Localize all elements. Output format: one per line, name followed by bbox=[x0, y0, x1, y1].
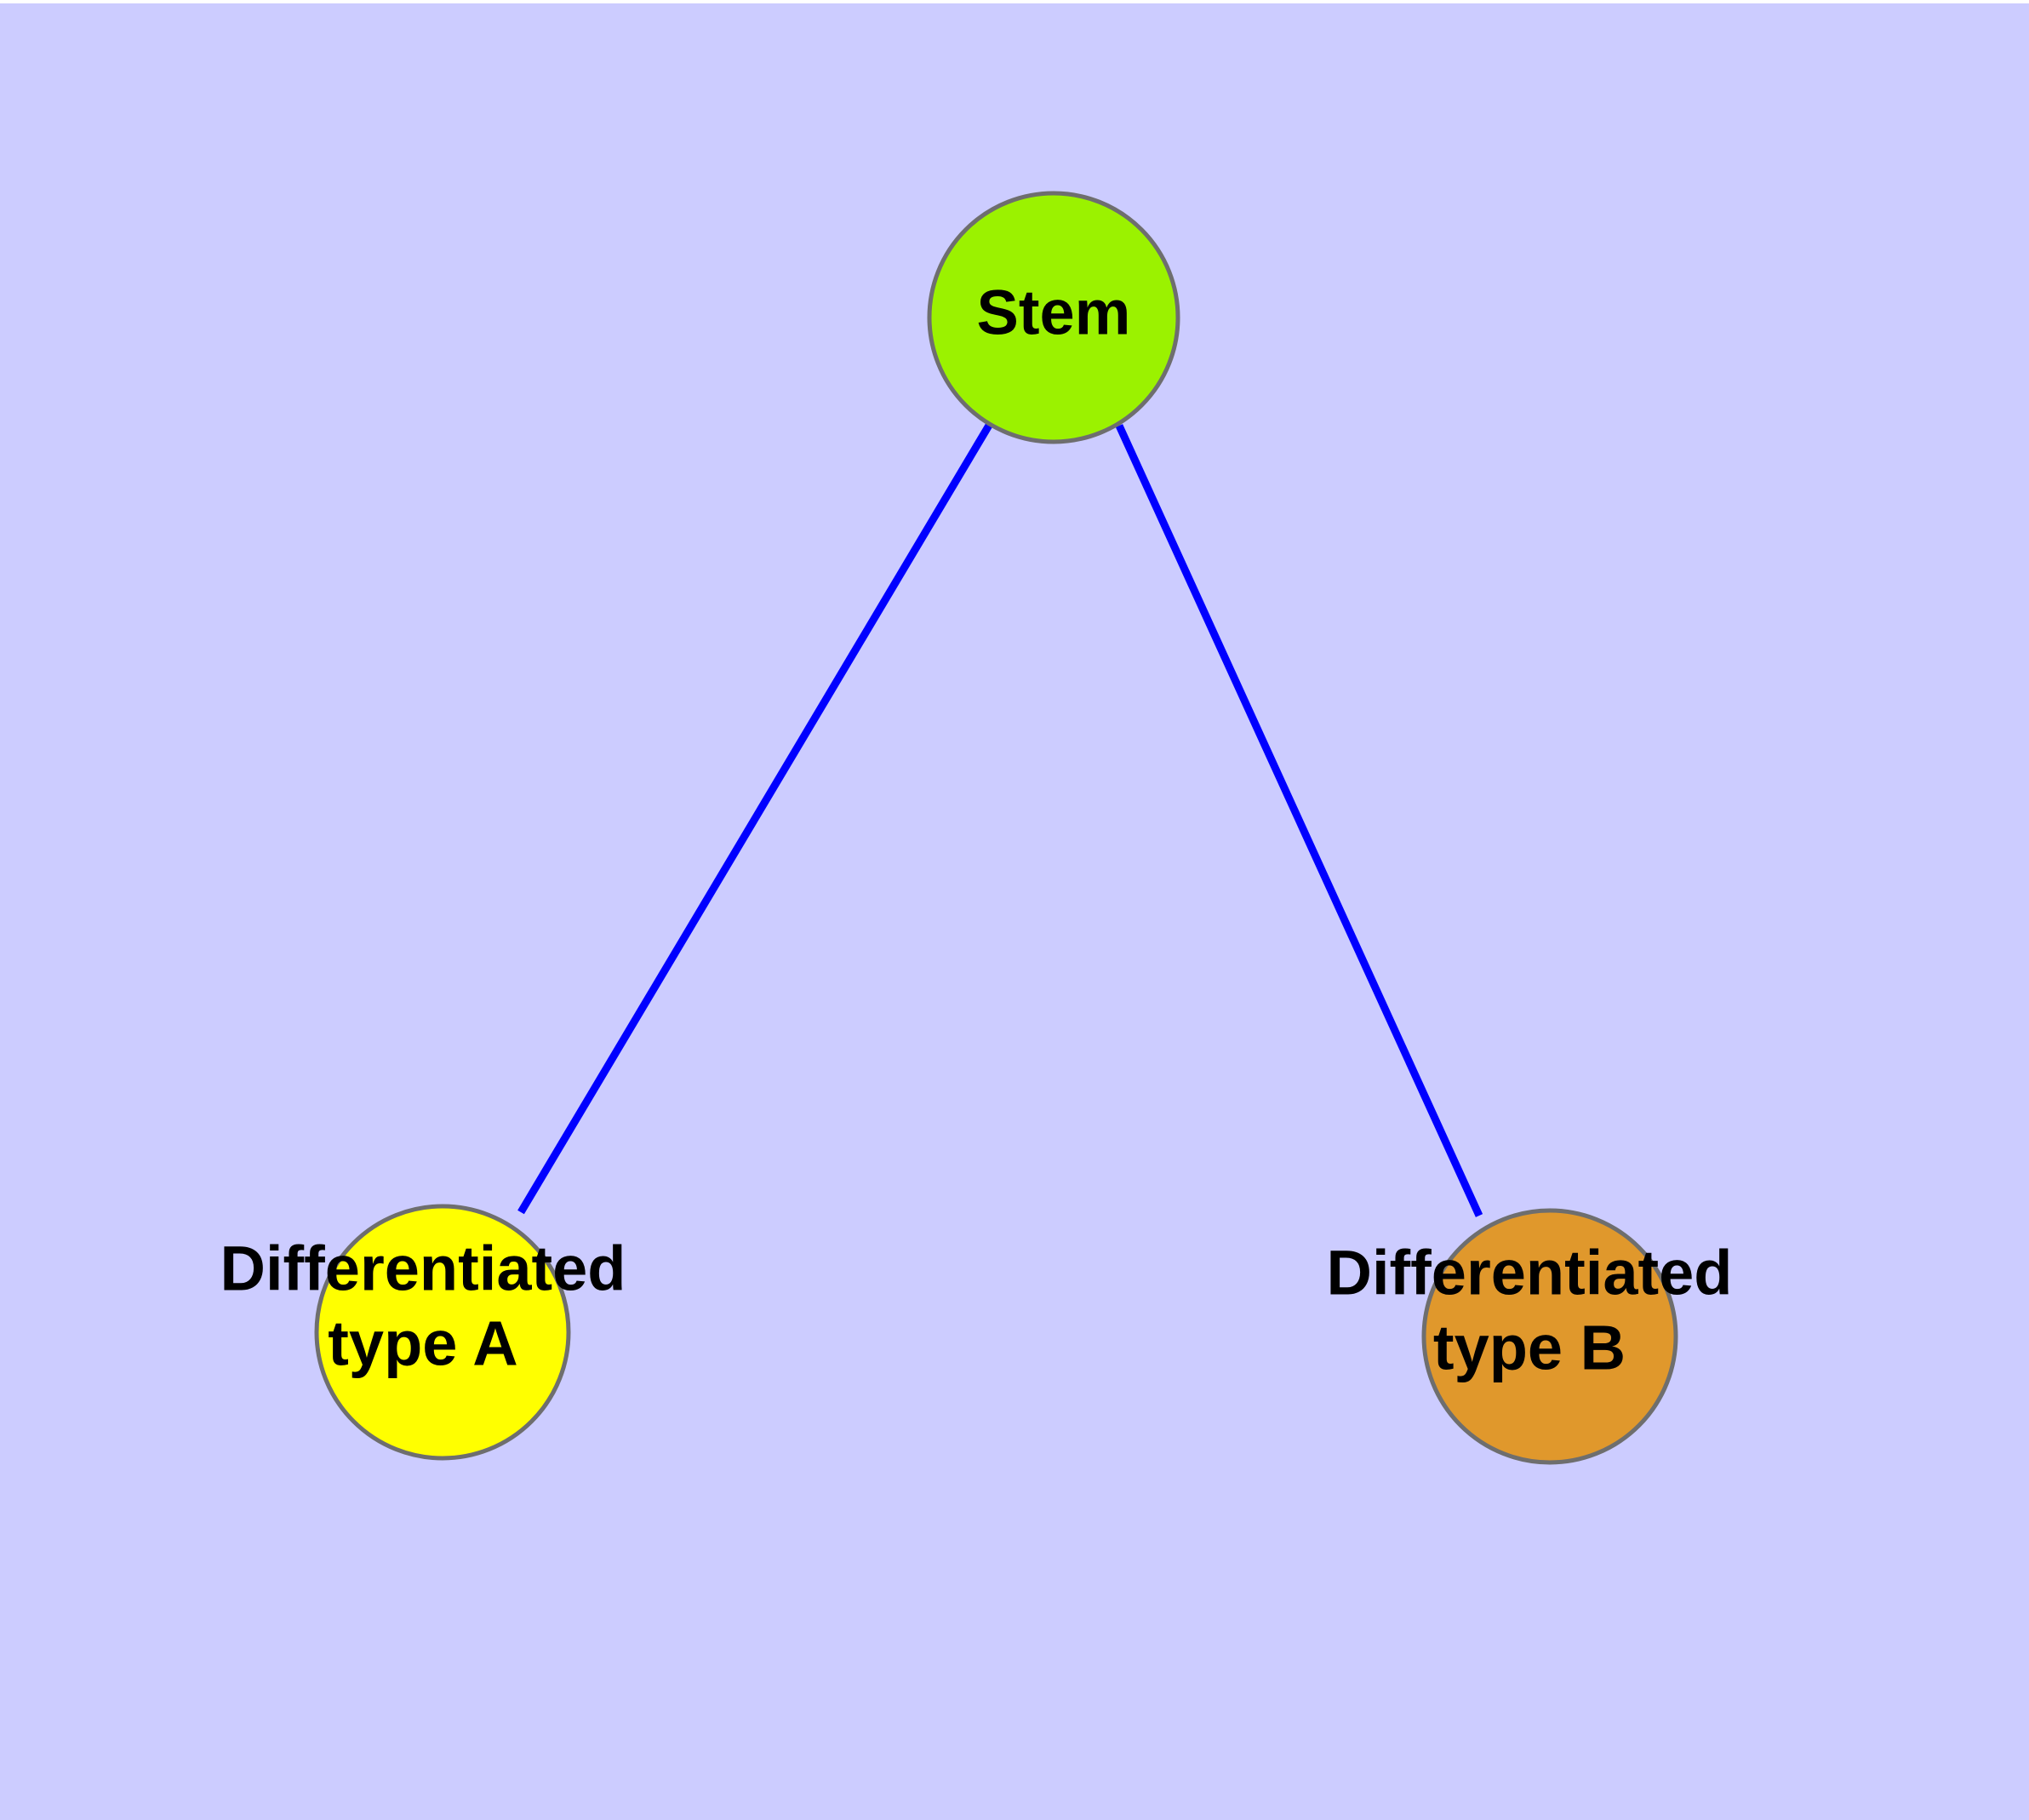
node-label-diff-a-line-1: Differentiated bbox=[220, 1233, 626, 1304]
node-label-diff-a-line-2: type A bbox=[328, 1308, 517, 1379]
node-stem[interactable] bbox=[927, 191, 1180, 444]
nodes-layer bbox=[314, 191, 1678, 1465]
node-label-diff-b-line-2: type B bbox=[1433, 1313, 1626, 1383]
node-label-stem: Stem bbox=[977, 278, 1131, 348]
edge-stem-to-a[interactable] bbox=[517, 421, 993, 1215]
node-diff-a[interactable] bbox=[314, 1204, 571, 1461]
node-diff-b[interactable] bbox=[1421, 1208, 1678, 1465]
edge-stem-to-b[interactable] bbox=[1115, 424, 1483, 1217]
edges-layer bbox=[517, 421, 1483, 1217]
node-label-diff-b-line-1: Differentiated bbox=[1327, 1238, 1733, 1308]
